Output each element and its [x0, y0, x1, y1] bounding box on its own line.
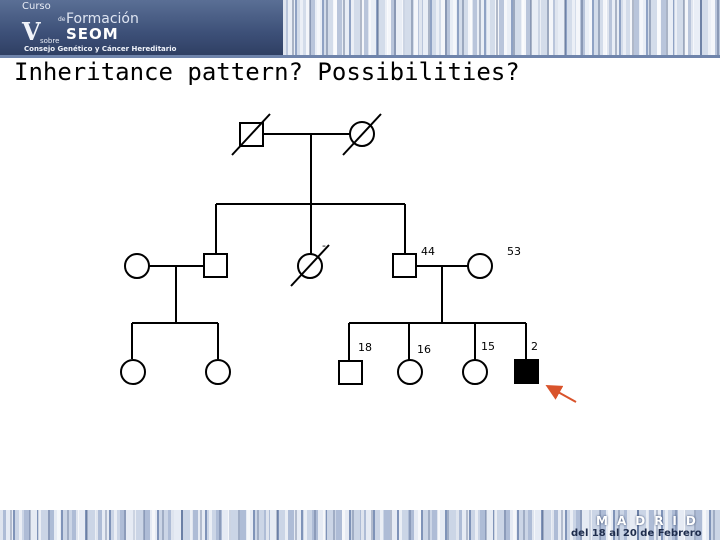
female-spouse-left — [124, 253, 150, 279]
footer-city: MADRID — [596, 514, 705, 528]
label-age-44: 44 — [421, 245, 435, 258]
male-son-left — [203, 253, 228, 278]
label-age-2: 2 — [531, 340, 538, 353]
header-stripe-pattern — [283, 0, 720, 55]
header-divider — [0, 55, 720, 58]
course-logo: Curso Formación de V SEOM sobre Consejo … — [0, 0, 283, 55]
footer-banner: MADRID del 18 al 20 de Febrero — [0, 510, 720, 540]
deceased-mark — [342, 113, 382, 156]
label-age-16: 16 — [417, 343, 431, 356]
female-child-15 — [462, 359, 488, 385]
logo-de-text: de — [58, 16, 66, 23]
logo-sobre-text: sobre — [40, 37, 60, 45]
deceased-mark — [231, 113, 271, 156]
footer-dates: del 18 al 20 de Febrero — [571, 528, 702, 539]
logo-curso-text: Curso — [22, 1, 51, 12]
label-age-53: 53 — [507, 245, 521, 258]
header-banner: Curso Formación de V SEOM sobre Consejo … — [0, 0, 720, 55]
logo-edition-numeral: V — [22, 17, 41, 46]
slide-title: Inheritance pattern? Possibilities? — [14, 58, 520, 86]
female-child-left-2 — [205, 359, 231, 385]
male-son-right — [392, 253, 417, 278]
proband-arrow — [545, 385, 577, 403]
female-child-left-1 — [120, 359, 146, 385]
female-child-16 — [397, 359, 423, 385]
label-dash: - — [322, 239, 326, 252]
logo-org-name: SEOM — [66, 25, 119, 43]
logo-topic-text: Consejo Genético y Cáncer Hereditario — [24, 45, 177, 53]
logo-formacion-text: Formación — [66, 11, 139, 27]
female-spouse-right — [467, 253, 493, 279]
label-age-18: 18 — [358, 341, 372, 354]
label-age-15: 15 — [481, 340, 495, 353]
deceased-mark — [290, 244, 330, 287]
male-child-18 — [338, 360, 363, 385]
affected-proband-male — [514, 359, 539, 384]
